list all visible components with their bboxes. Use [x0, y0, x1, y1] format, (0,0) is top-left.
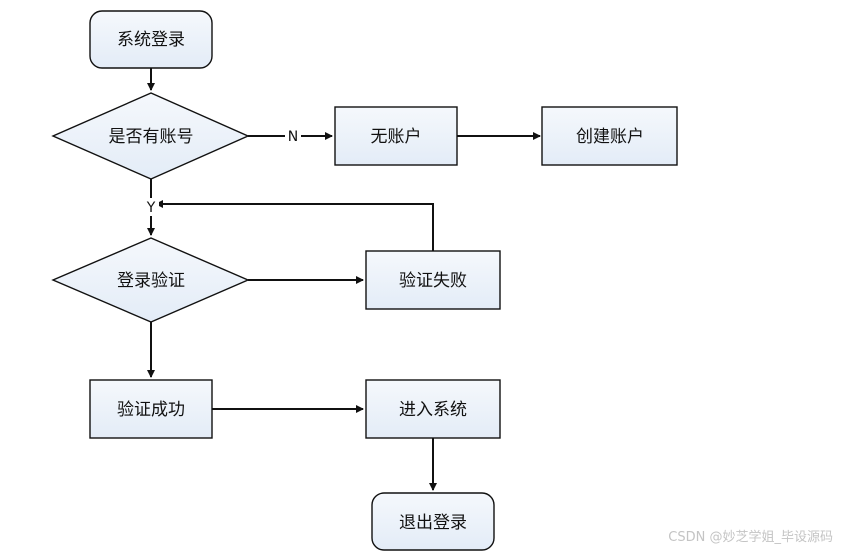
verify-fail-box	[365, 250, 501, 310]
logout-terminal-shape	[371, 492, 495, 551]
start-terminal-shape	[89, 10, 213, 69]
has-account-label: 是否有账号	[109, 127, 194, 147]
verify-success-box	[89, 379, 213, 439]
enter-system-label: 进入系统	[399, 400, 467, 420]
connectors	[147, 68, 541, 491]
create-account-label: 创建账户	[576, 127, 644, 147]
login-verify-diamond	[51, 237, 250, 323]
node-no-account: 无账户	[334, 106, 458, 166]
edge-label-yes-bg	[144, 198, 159, 216]
no-account-box	[334, 106, 458, 166]
edge-label-no: N	[288, 129, 298, 145]
node-create-account: 创建账户	[541, 106, 678, 166]
node-verify-fail: 验证失败	[365, 250, 501, 310]
node-login-verify-decision: 登录验证	[51, 237, 250, 323]
node-verify-success: 验证成功	[89, 379, 213, 439]
start-label: 系统登录	[117, 30, 185, 50]
node-start: 系统登录	[89, 10, 213, 69]
verify-success-label: 验证成功	[117, 400, 185, 420]
edge-label-no-bg	[285, 127, 301, 145]
csdn-watermark: CSDN @妙芝学姐_毕设源码	[668, 529, 833, 545]
edge-label-yes: Y	[146, 200, 156, 216]
node-enter-system: 进入系统	[365, 379, 501, 439]
node-logout: 退出登录	[371, 492, 495, 551]
enter-system-box	[365, 379, 501, 439]
node-has-account-decision: 是否有账号	[51, 92, 250, 180]
login-verify-label: 登录验证	[117, 271, 185, 291]
logout-label: 退出登录	[399, 513, 467, 533]
create-account-box	[541, 106, 678, 166]
has-account-diamond	[51, 92, 250, 180]
verify-fail-label: 验证失败	[399, 271, 467, 291]
no-account-label: 无账户	[371, 127, 422, 147]
arrow-fail-loop-back	[155, 200, 434, 251]
